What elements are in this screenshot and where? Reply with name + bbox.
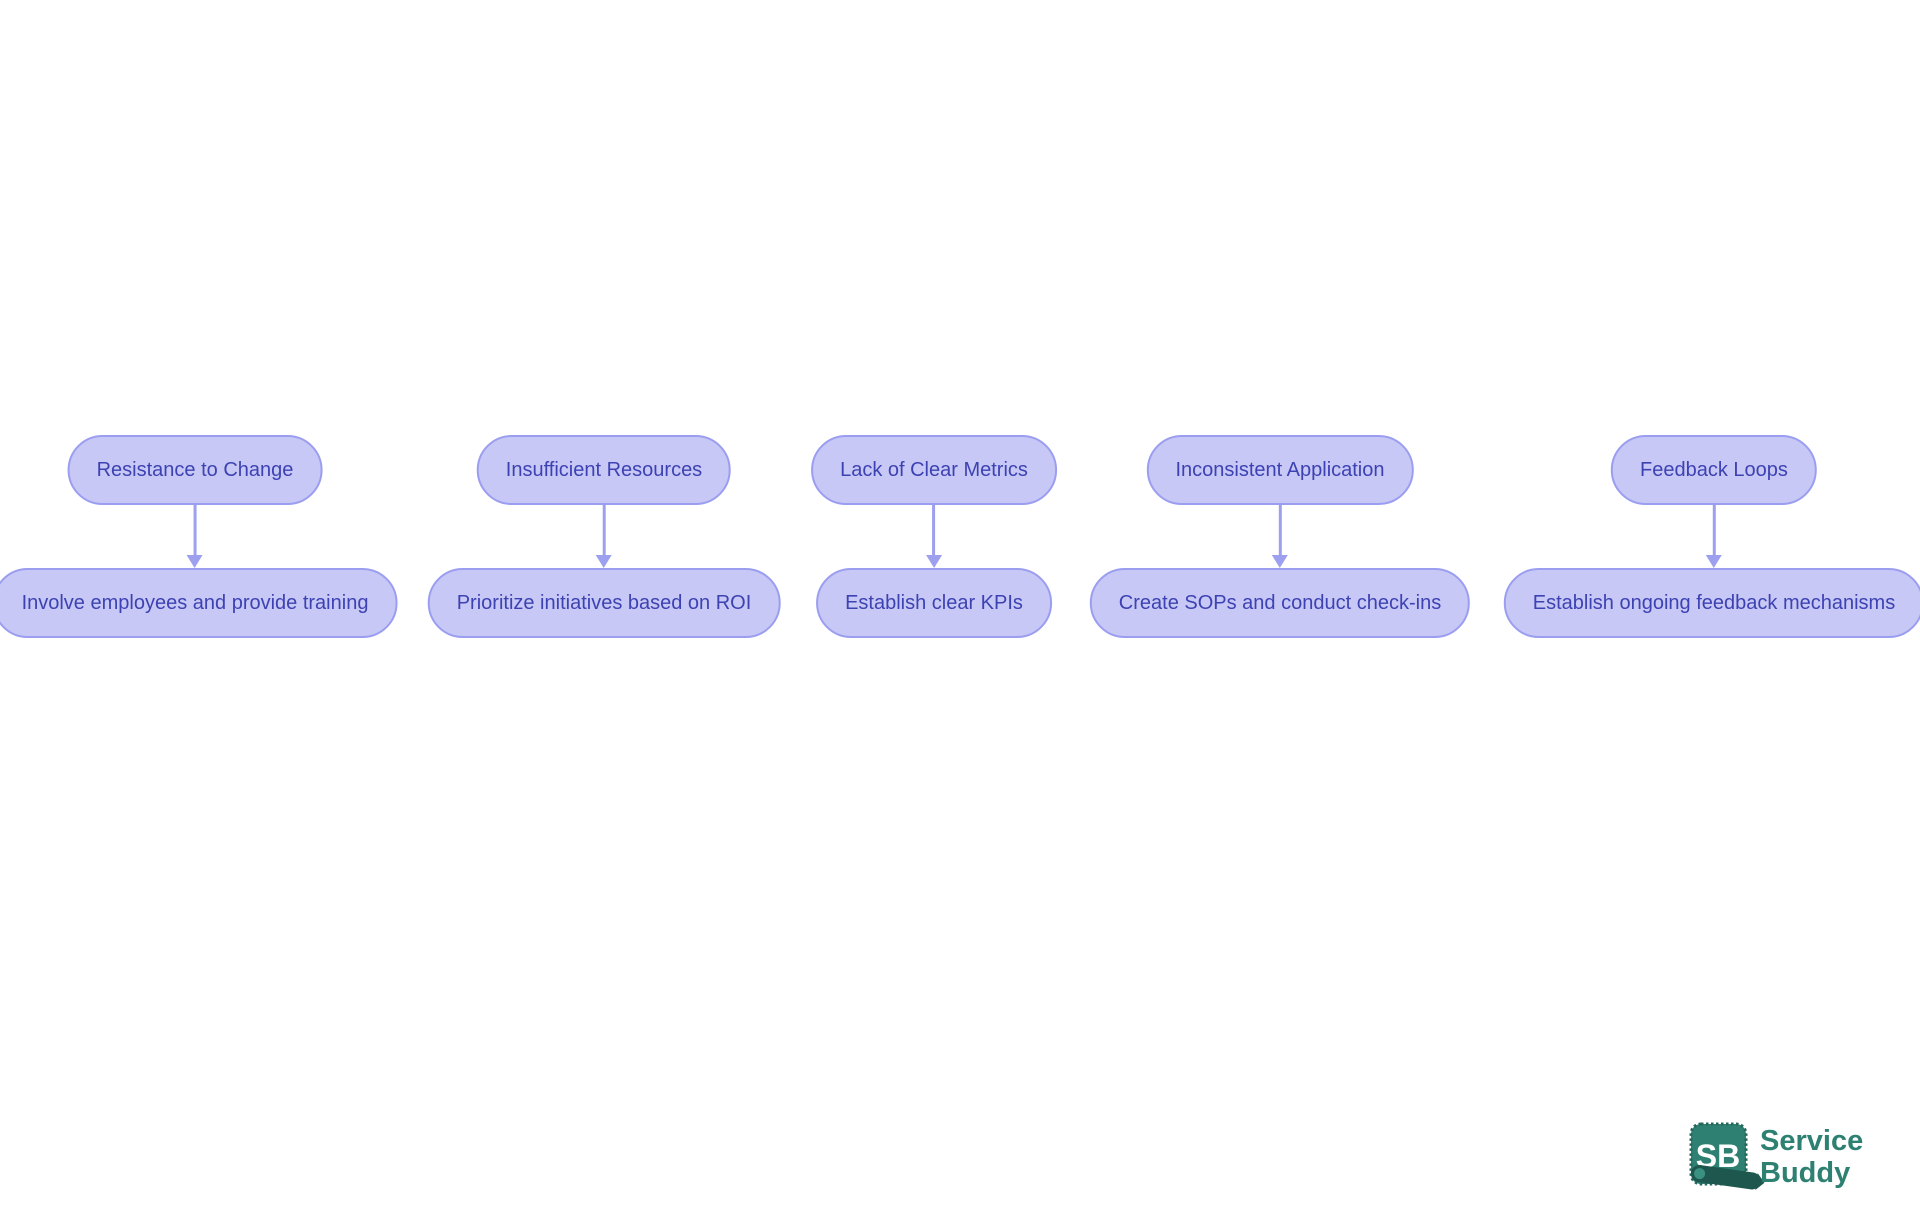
- challenge-node: Inconsistent Application: [1146, 435, 1414, 505]
- arrow-shaft: [193, 505, 197, 555]
- challenge-node: Resistance to Change: [67, 435, 323, 505]
- arrow-head: [595, 555, 612, 568]
- sb-badge-icon: SB: [1689, 1122, 1765, 1190]
- brand-name-line2: Buddy: [1760, 1157, 1850, 1189]
- brand-name-line1: Service: [1760, 1125, 1863, 1157]
- arrow-head: [187, 555, 203, 568]
- down-arrow-icon: [595, 505, 612, 568]
- arrow-shaft: [932, 505, 936, 555]
- challenge-node: Lack of Clear Metrics: [811, 435, 1057, 505]
- down-arrow-icon: [926, 505, 942, 568]
- down-arrow-icon: [1706, 505, 1722, 568]
- solution-node: Establish ongoing feedback mechanisms: [1503, 568, 1920, 638]
- arrow-head: [926, 555, 942, 568]
- arrow-shaft: [602, 505, 606, 555]
- arrow-head: [1706, 555, 1722, 568]
- solution-node: Prioritize initiatives based on ROI: [427, 568, 781, 638]
- paper-roll-icon: [1691, 1165, 1765, 1190]
- arrow-shaft: [1278, 505, 1282, 555]
- solution-node: Create SOPs and conduct check-ins: [1089, 568, 1471, 638]
- flow-pair: Lack of Clear Metrics Establish clear KP…: [811, 435, 1057, 638]
- flow-pair: Insufficient Resources Prioritize initia…: [427, 435, 781, 638]
- challenge-node: Insufficient Resources: [476, 435, 732, 505]
- down-arrow-icon: [187, 505, 203, 568]
- solution-node: Establish clear KPIs: [816, 568, 1052, 638]
- flow-pair: Resistance to Change Involve employees a…: [0, 435, 398, 638]
- service-buddy-logo: SB Service Buddy: [1683, 1110, 1873, 1205]
- arrow-shaft: [1712, 505, 1716, 555]
- arrow-head: [1271, 555, 1288, 568]
- flow-pair: Inconsistent Application Create SOPs and…: [1089, 435, 1471, 638]
- flow-pair: Feedback Loops Establish ongoing feedbac…: [1503, 435, 1920, 638]
- down-arrow-icon: [1271, 505, 1288, 568]
- challenge-node: Feedback Loops: [1611, 435, 1817, 505]
- solution-node: Involve employees and provide training: [0, 568, 398, 638]
